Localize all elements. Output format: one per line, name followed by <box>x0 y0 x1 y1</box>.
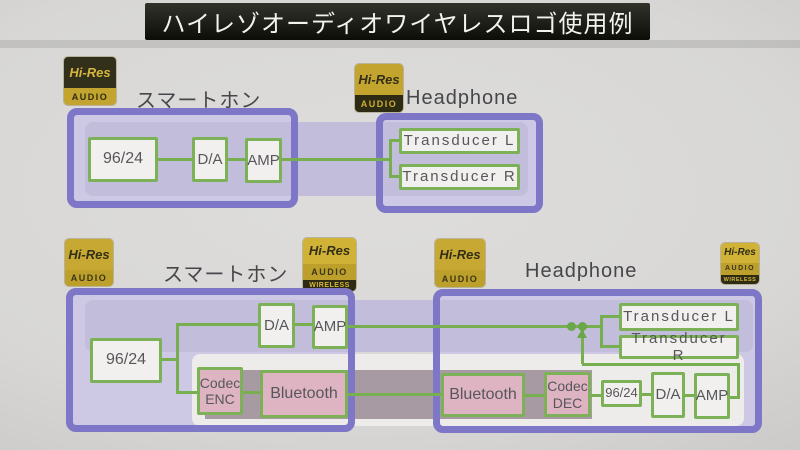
wire <box>295 323 312 326</box>
wire <box>525 394 544 397</box>
hires-audio-logo: Hi-Res AUDIO <box>64 57 116 105</box>
wire <box>158 158 192 161</box>
hires-audio-wireless-logo: Hi-Res AUDIO WIRELESS <box>303 238 356 291</box>
codec-dec-box: Codec DEC <box>544 372 591 417</box>
wire <box>642 393 651 396</box>
wire <box>685 394 694 397</box>
page-title: ハイレゾオーディオワイヤレスロゴ使用例 <box>161 11 634 38</box>
dac-box: D/A <box>651 372 685 418</box>
headphone-label: Headphone <box>406 87 519 109</box>
title-bar: ハイレゾオーディオワイヤレスロゴ使用例 <box>145 3 650 40</box>
wire <box>389 140 392 178</box>
wire <box>282 158 391 161</box>
headphone-label: Headphone <box>525 260 638 282</box>
transducer-l-box: Transducer L <box>619 303 739 331</box>
hires-audio-logo: Hi-Res AUDIO <box>435 239 485 287</box>
wire <box>176 391 197 394</box>
wire <box>737 363 740 397</box>
source-box: 96/24 <box>90 338 162 383</box>
smartphone-label: スマートホン <box>163 264 289 286</box>
amp-box: AMP <box>245 138 282 183</box>
headphone-box <box>376 113 543 213</box>
source-box: 96/24 <box>601 380 642 407</box>
codec-enc-box: Codec ENC <box>197 367 243 415</box>
amp-box: AMP <box>312 305 348 349</box>
wire <box>600 345 619 348</box>
junction-dot <box>567 322 576 331</box>
wire <box>389 139 399 142</box>
screen-shadow <box>0 40 800 48</box>
smartphone-box <box>66 288 355 432</box>
wire <box>600 315 619 318</box>
bluetooth-box: Bluetooth <box>260 370 348 418</box>
dac-box: D/A <box>258 303 295 348</box>
source-box: 96/24 <box>88 137 158 182</box>
arrow-up-icon <box>577 329 587 338</box>
bluetooth-box: Bluetooth <box>441 373 525 417</box>
analog-wire-link <box>348 325 602 328</box>
smartphone-label: スマートホン <box>136 90 262 112</box>
junction-dot <box>578 322 587 331</box>
wire <box>176 323 179 394</box>
hires-audio-wireless-logo: Hi-Res AUDIO WIRELESS <box>721 243 759 284</box>
wire <box>730 396 740 399</box>
bluetooth-wire-link <box>348 393 441 396</box>
wire <box>581 330 584 364</box>
wire <box>243 391 260 394</box>
wire <box>582 363 740 366</box>
wire <box>389 175 399 178</box>
wire <box>162 358 177 361</box>
wire <box>591 394 601 397</box>
hires-audio-logo: Hi-Res AUDIO <box>355 64 403 112</box>
wire <box>228 158 245 161</box>
transducer-r-box: Transducer R <box>399 164 520 190</box>
wire <box>600 316 603 348</box>
amp-box: AMP <box>694 373 730 419</box>
headphone-box <box>433 289 762 433</box>
wire <box>176 323 258 326</box>
dac-box: D/A <box>192 137 228 182</box>
transducer-l-box: Transducer L <box>399 128 520 154</box>
transducer-r-box: Transducer R <box>619 330 739 364</box>
hires-audio-logo: Hi-Res AUDIO <box>65 239 113 286</box>
